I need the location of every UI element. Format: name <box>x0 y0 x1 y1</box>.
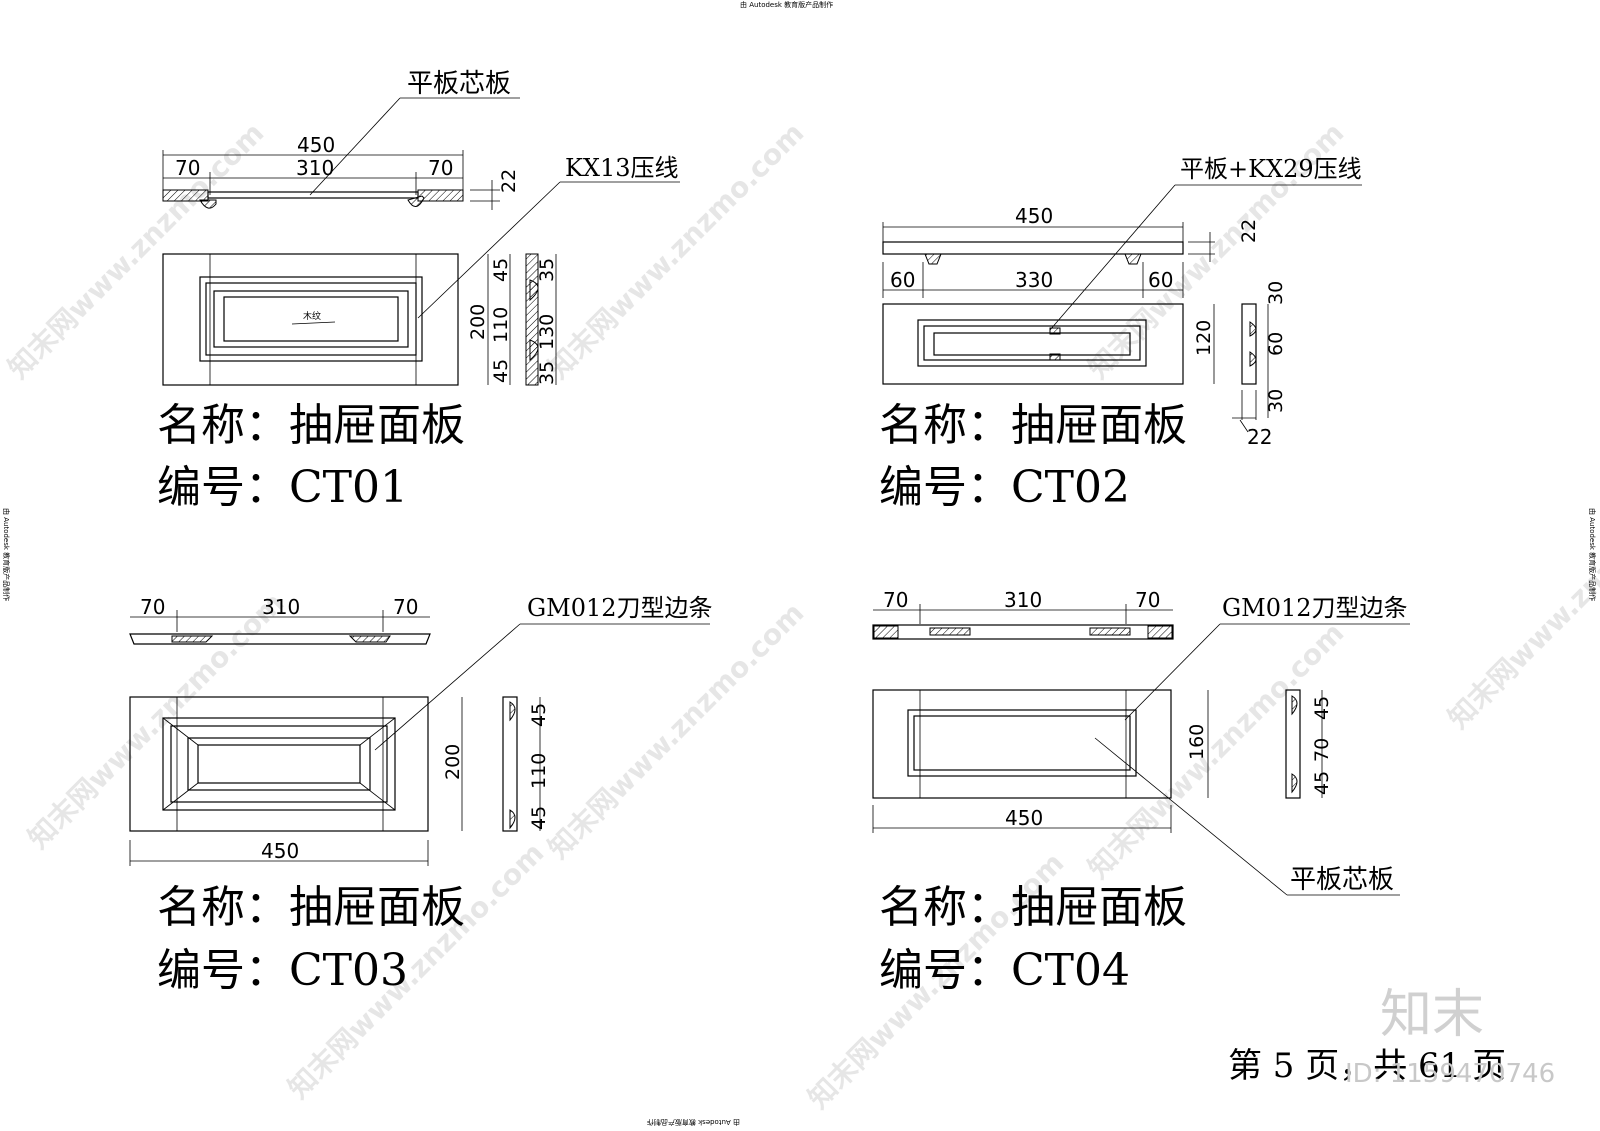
callout-kx29: 平板+KX29压线 <box>1180 155 1362 183</box>
dim-thickness: 22 <box>498 169 520 193</box>
watermark-text: 知末网www.znzmo.com <box>2 116 271 385</box>
dim-a: 70 <box>140 595 165 619</box>
dim-b: 310 <box>1004 588 1042 612</box>
dim-height: 160 <box>1186 724 1208 760</box>
dim-v1: 45 <box>490 258 512 282</box>
logo-text: 知末 <box>1380 985 1484 1045</box>
dim-height: 200 <box>442 744 464 780</box>
dim-thickness: 22 <box>1238 219 1260 243</box>
dim-b: 330 <box>1015 268 1053 292</box>
panel-ct01: 450 70 310 70 22 平板芯板 木纹 KX13压线 <box>157 69 680 513</box>
dim-c: 70 <box>1135 588 1160 612</box>
dim-b: 310 <box>296 156 334 180</box>
dim-a: 70 <box>883 588 908 612</box>
dim-v2: 110 <box>528 753 550 789</box>
panel-code-label: 编号：CT04 <box>879 945 1130 996</box>
dim-v1: 45 <box>1311 696 1333 720</box>
dim-s3: 35 <box>536 361 558 385</box>
dim-a: 60 <box>890 268 915 292</box>
panel-name-label: 名称：抽屉面板 <box>879 400 1187 451</box>
dim-v2: 110 <box>490 307 512 343</box>
id-text: ID: 1159470746 <box>1345 1059 1555 1089</box>
autodesk-note-top: 由 Autodesk 教育版产品制作 <box>740 0 833 9</box>
panel-name-label: 名称：抽屉面板 <box>879 882 1187 933</box>
panel-name-label: 名称：抽屉面板 <box>157 400 465 451</box>
dim-c: 70 <box>393 595 418 619</box>
panel-ct04: 70 310 70 GM012刀型边条 450 160 45 70 45 平板 <box>872 588 1410 996</box>
dim-s2: 60 <box>1265 332 1287 356</box>
panel-name-label: 名称：抽屉面板 <box>157 882 465 933</box>
dim-b: 310 <box>262 595 300 619</box>
callout-core-board: 平板芯板 <box>1290 865 1394 895</box>
dim-c: 60 <box>1148 268 1173 292</box>
autodesk-note-left: 由 Autodesk 教育版产品制作 <box>2 508 11 601</box>
autodesk-note-right: 由 Autodesk 教育版产品制作 <box>1588 508 1597 601</box>
dim-v3: 45 <box>490 359 512 383</box>
grain-label: 木纹 <box>303 310 321 322</box>
callout-kx13: KX13压线 <box>565 154 679 182</box>
dim-a: 70 <box>175 156 200 180</box>
dim-height: 120 <box>1193 320 1215 356</box>
callout-core-board: 平板芯板 <box>407 69 511 99</box>
dim-v2: 70 <box>1311 738 1333 762</box>
autodesk-note-bottom: 由 Autodesk 教育版产品制作 <box>647 1118 740 1127</box>
page-label: 第 5 页，共 61 页 <box>1228 1046 1506 1086</box>
dim-total: 450 <box>1015 204 1053 228</box>
dim-v3: 45 <box>528 806 550 830</box>
dim-c: 70 <box>428 156 453 180</box>
dim-v1: 45 <box>528 703 550 727</box>
dim-height: 200 <box>467 304 489 340</box>
dim-total: 450 <box>261 839 299 863</box>
dim-s3: 30 <box>1265 389 1287 413</box>
panel-ct02: 450 22 60 330 60 平板+KX29压线 120 30 <box>879 155 1362 513</box>
dim-s2: 130 <box>536 314 558 350</box>
panel-ct03: 70 310 70 GM012刀型边条 450 200 45 110 45 <box>129 594 713 996</box>
dim-bottom: 22 <box>1247 425 1272 449</box>
callout-gm012: GM012刀型边条 <box>1222 594 1408 622</box>
panel-code-label: 编号：CT02 <box>879 462 1130 513</box>
panel-code-label: 编号：CT01 <box>157 462 408 513</box>
callout-gm012: GM012刀型边条 <box>527 594 713 622</box>
panel-code-label: 编号：CT03 <box>157 945 408 996</box>
dim-total: 450 <box>1005 806 1043 830</box>
dim-s1: 30 <box>1265 281 1287 305</box>
dim-s1: 35 <box>536 258 558 282</box>
dim-total: 450 <box>297 133 335 157</box>
watermark-text: 知末网www.znzmo.com <box>22 586 291 855</box>
dim-v3: 45 <box>1311 771 1333 795</box>
watermark-text: 知末网www.znzmo.com <box>542 596 811 865</box>
watermark-text: 知末网www.znzmo.com <box>1442 466 1600 735</box>
